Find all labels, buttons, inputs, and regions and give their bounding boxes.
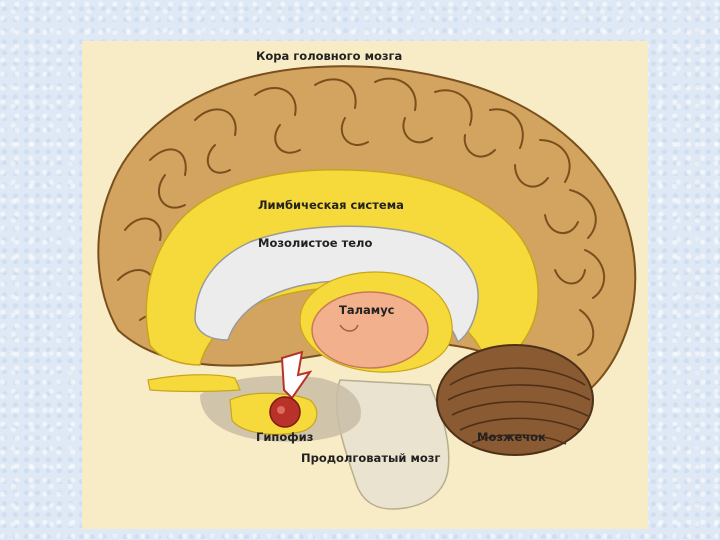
label-pituitary: Гипофиз [256,430,313,444]
pituitary-gland [270,397,300,427]
label-cortex: Кора головного мозга [256,49,402,63]
label-thalamus: Таламус [339,303,395,317]
fornix [148,375,240,392]
pituitary-highlight [277,406,285,414]
label-medulla: Продолговатый мозг [301,451,440,465]
label-cerebellum: Мозжечок [477,430,546,444]
label-corpus-callosum: Мозолистое тело [258,236,372,250]
label-limbic-system: Лимбическая система [258,198,404,212]
